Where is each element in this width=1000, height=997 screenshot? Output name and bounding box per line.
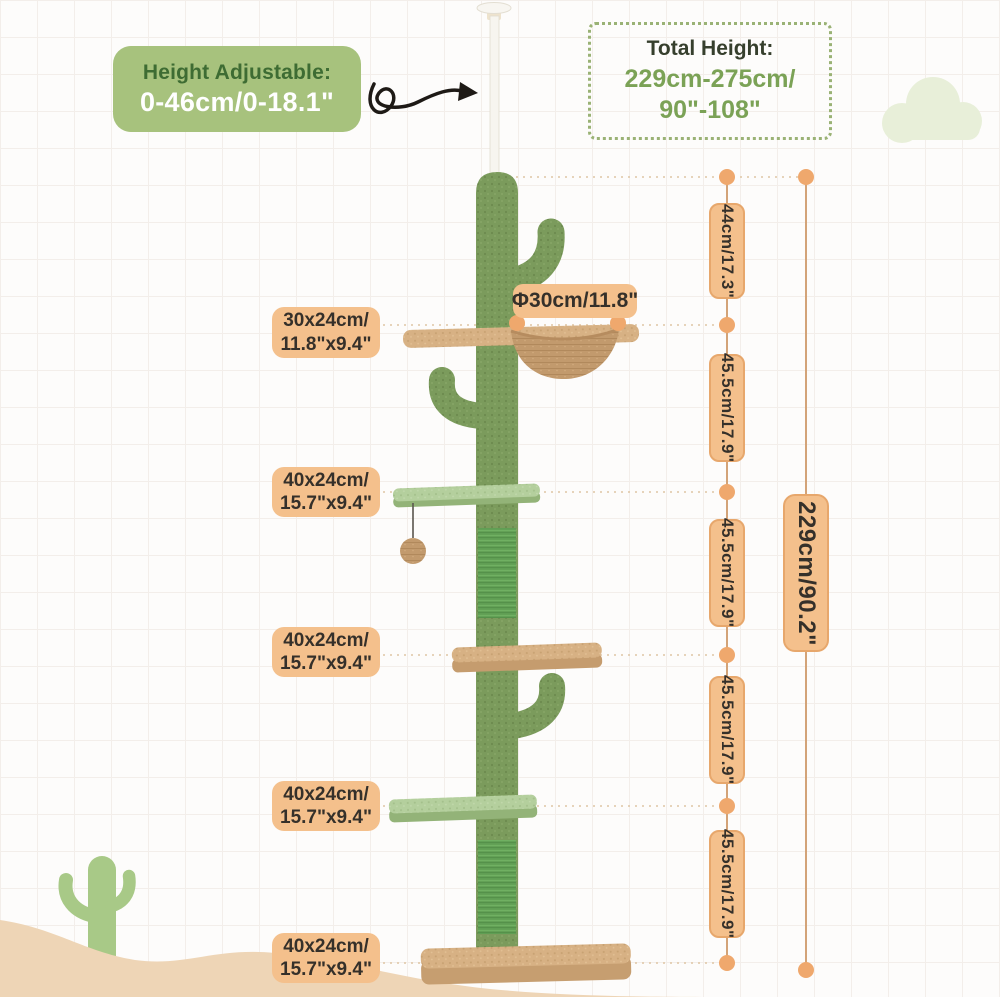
cactus-arm-middle-left [428, 367, 495, 429]
sand-dune-decoration [0, 920, 770, 997]
size-label-line2: 11.8"x9.4" [280, 333, 372, 355]
size-label-line2: 15.7"x9.4" [280, 959, 372, 980]
cactus-arm-top-right [496, 218, 565, 296]
size-label-line1: 40x24cm/ [283, 935, 369, 957]
size-label-line1: 40x24cm/ [283, 629, 369, 651]
diameter-dots [509, 315, 626, 331]
height-adjustable-title: Height Adjustable: [142, 60, 332, 84]
segment-label-4: 45.5cm/17.9" [709, 675, 745, 785]
size-label-hammock-platform: 30x24cm/ 11.8"x9.4" [272, 307, 380, 358]
segment-label-1: 44cm/17.3" [709, 203, 745, 299]
size-label-line2: 15.7"x9.4" [280, 807, 372, 828]
platform-green-upper [392, 483, 541, 508]
total-measure-label: 229cm/90.2" [783, 494, 829, 652]
segment-label-2: 45.5cm/17.9" [709, 353, 745, 463]
size-label-platform-upper: 40x24cm/ 15.7"x9.4" [272, 467, 380, 517]
total-height-box: Total Height: 229cm-275cm/ 90"-108" [588, 22, 832, 140]
size-label-line1: 40x24cm/ [283, 783, 369, 805]
cactus-arm-lower-right [499, 673, 566, 739]
size-label-platform-lower: 40x24cm/ 15.7"x9.4" [272, 781, 380, 831]
height-adjustable-badge: Height Adjustable: 0-46cm/0-18.1" [113, 46, 361, 132]
ceiling-rod [476, 2, 512, 179]
segment-label-5: 45.5cm/17.9" [709, 829, 745, 939]
sisal-section-upper [478, 528, 516, 618]
segment-label-3: 45.5cm/17.9" [709, 518, 745, 628]
size-label-platform-middle: 40x24cm/ 15.7"x9.4" [272, 627, 380, 677]
cloud-decoration [882, 77, 982, 143]
base-board [420, 943, 632, 985]
cat-tree [388, 172, 639, 985]
size-label-line1: 40x24cm/ [283, 469, 369, 491]
size-label-line2: 15.7"x9.4" [280, 493, 372, 514]
hammock-basket [511, 329, 619, 380]
cactus-decoration [58, 856, 136, 965]
size-label-line1: 30x24cm/ [283, 310, 369, 332]
total-height-value-line2: 90"-108" [659, 95, 761, 124]
size-label-line2: 15.7"x9.4" [280, 653, 372, 674]
total-height-title: Total Height: [646, 37, 774, 60]
platform-green-lower [388, 794, 538, 823]
hammock-rim [510, 327, 620, 341]
platform-beige-middle [451, 642, 603, 673]
toy-ball [400, 538, 426, 564]
total-height-value-line1: 229cm-275cm/ [624, 65, 796, 93]
height-adjustable-value: 0-46cm/0-18.1" [139, 86, 335, 117]
arrow-annotation [368, 82, 478, 115]
hammock-diameter-label: Φ30cm/11.8" [512, 284, 638, 318]
size-label-base: 40x24cm/ 15.7"x9.4" [272, 933, 380, 983]
sisal-section-lower [478, 840, 516, 934]
